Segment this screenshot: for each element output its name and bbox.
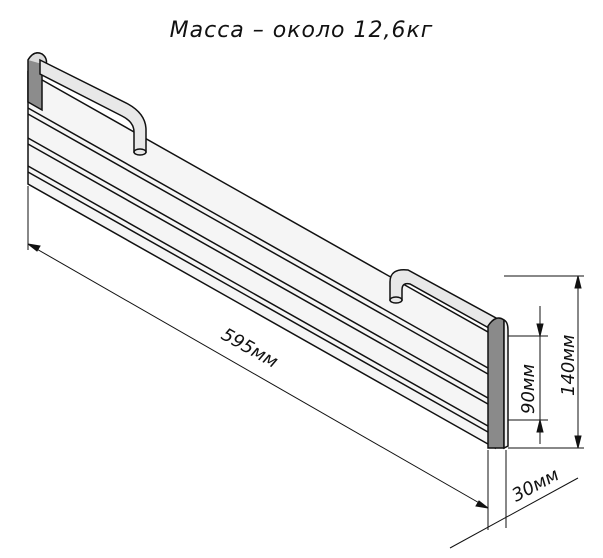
left-rail-foot (133, 148, 147, 156)
left-handrail (39, 58, 147, 156)
right-post-side (487, 317, 505, 449)
board-line-2b (27, 143, 496, 409)
thickness-label: 30мм (508, 464, 562, 506)
panel-face (27, 70, 496, 450)
panel-body (27, 70, 496, 450)
board-line-3 (27, 165, 496, 431)
mass-title: Масса – около 12,6кг (169, 18, 434, 43)
height-total-label: 140мм (558, 334, 579, 396)
length-label: 595мм (218, 324, 282, 373)
right-rail-foot (389, 296, 403, 304)
right-post (487, 317, 509, 450)
board-line-1 (27, 107, 496, 373)
board-line-1b (27, 113, 496, 379)
length-dim-line (27, 243, 489, 509)
right-post-front (503, 318, 509, 450)
board-line-2 (27, 137, 496, 403)
dimension-lines (27, 186, 584, 549)
height-panel-label: 90мм (518, 364, 539, 414)
thickness-dim-line (449, 477, 579, 549)
board-line-3b (27, 171, 496, 437)
